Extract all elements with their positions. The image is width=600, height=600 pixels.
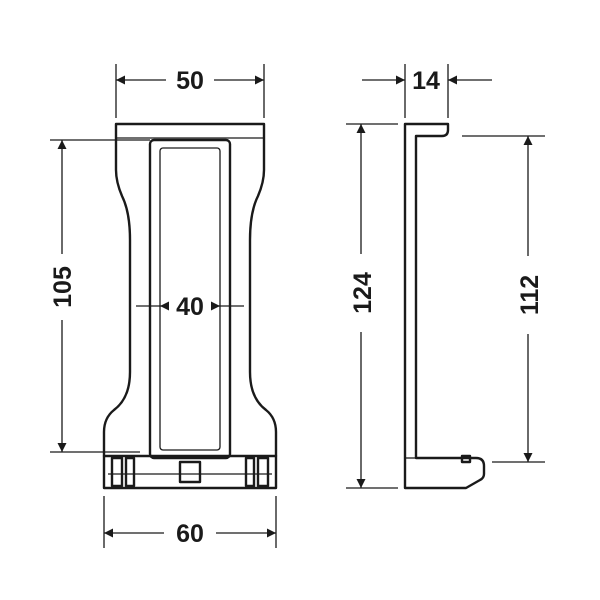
dim-label-50: 50	[176, 67, 204, 95]
front-inner-frame	[148, 138, 232, 460]
front-inner-slot	[159, 147, 221, 451]
front-clip-left-1	[110, 456, 124, 488]
dim-label-112: 112	[516, 275, 544, 315]
dim-label-60: 60	[176, 520, 204, 548]
dim-14: 14	[362, 64, 492, 118]
dim-label-124: 124	[349, 272, 377, 314]
front-clip-right-1	[244, 456, 256, 488]
dim-label-40: 40	[176, 293, 204, 321]
dim-50: 50	[115, 64, 265, 118]
dim-105: 105	[49, 139, 150, 453]
side-outline	[403, 122, 486, 490]
dim-40: 40	[136, 291, 244, 321]
dim-112: 112	[462, 135, 545, 463]
dim-label-14: 14	[412, 67, 440, 95]
dim-124: 124	[346, 123, 398, 489]
front-outline	[102, 122, 278, 490]
side-clip	[460, 454, 472, 464]
front-clip-left-2	[124, 456, 136, 488]
side-view	[403, 122, 486, 490]
front-clip-right-2	[256, 456, 270, 488]
front-view	[102, 122, 278, 490]
dim-label-105: 105	[49, 266, 77, 308]
dim-60: 60	[103, 496, 277, 548]
front-center-latch	[178, 460, 202, 484]
